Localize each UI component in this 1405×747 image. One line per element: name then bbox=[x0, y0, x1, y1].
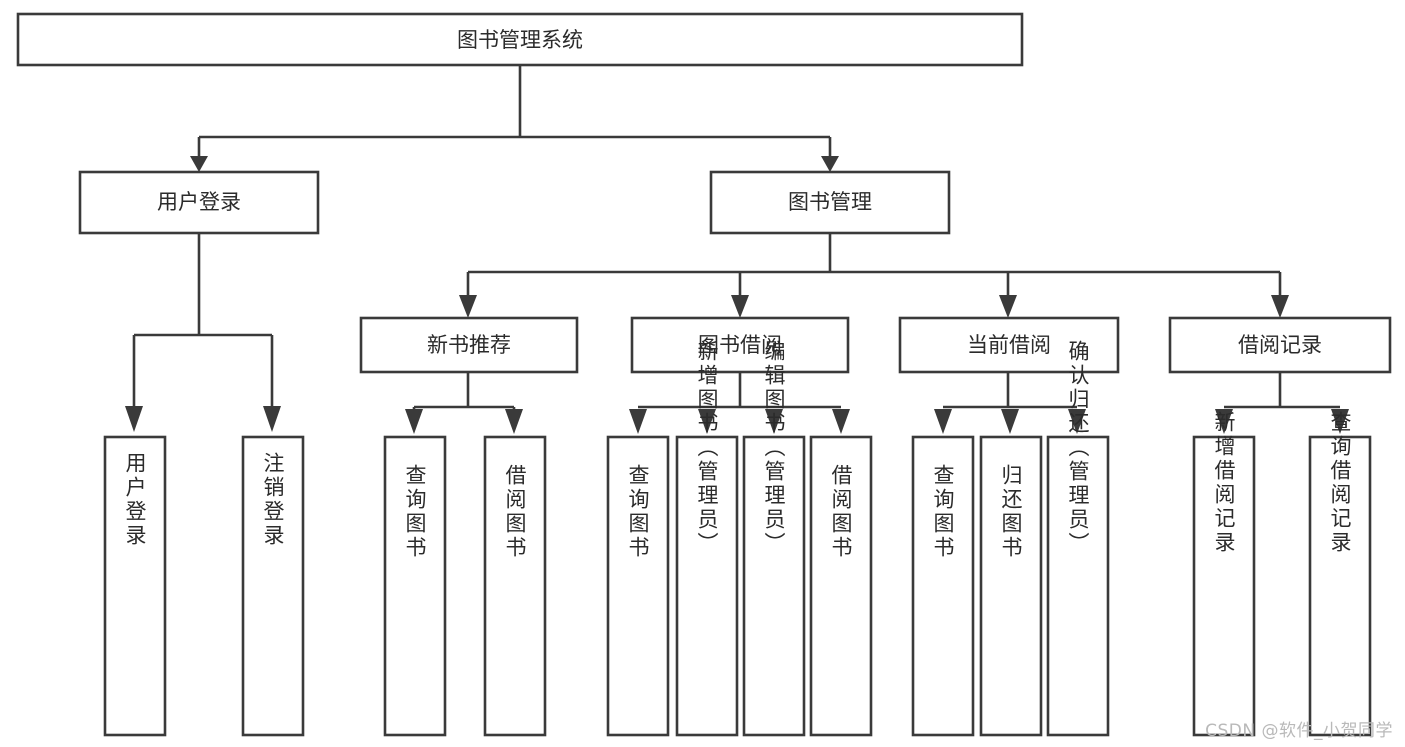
node-borrow-record[interactable]: 借阅记录 bbox=[1168, 316, 1392, 374]
leaf-new-book-query-label: 查询图书 bbox=[403, 464, 427, 560]
leaf-book-borrow-query-box[interactable] bbox=[606, 435, 670, 737]
node-user-login-label: 用户登录 bbox=[157, 190, 241, 214]
leaf-user-login-logout-label: 注销登录 bbox=[261, 452, 285, 548]
leaf-current-borrow-confirm-label: 确认归还（管理员） bbox=[1066, 340, 1090, 556]
leaf-current-borrow-query-box[interactable] bbox=[911, 435, 975, 737]
arrowhead-leaf-bookborrow-3 bbox=[765, 409, 783, 434]
csdn-watermark: CSDN @软件_小贺同学 bbox=[1205, 721, 1393, 741]
node-book-management-label: 图书管理 bbox=[788, 190, 872, 214]
leaf-borrow-record-add-label: 新增借阅记录 bbox=[1212, 411, 1236, 555]
arrowhead-leaf-newbook-1 bbox=[405, 409, 423, 434]
leaf-user-login-logout-box[interactable] bbox=[241, 435, 305, 737]
leaf-borrow-record-add[interactable]: 新增借阅记录 bbox=[1192, 411, 1256, 737]
arrowhead-new-book bbox=[459, 295, 477, 318]
leaf-user-login-login-label: 用户登录 bbox=[123, 452, 147, 548]
leaf-new-book-borrow-box[interactable] bbox=[483, 435, 547, 737]
leaf-book-borrow-borrow-box[interactable] bbox=[809, 435, 873, 737]
node-book-borrow[interactable]: 图书借阅 bbox=[630, 316, 850, 374]
arrowhead-leaf-currentborrow-2 bbox=[1001, 409, 1019, 434]
arrowhead-leaf-borrowrecord-2 bbox=[1331, 409, 1349, 434]
arrowhead-leaf-bookborrow-1 bbox=[629, 409, 647, 434]
node-new-book-recommend-box[interactable] bbox=[359, 316, 579, 374]
node-user-login-box[interactable] bbox=[78, 170, 320, 235]
leaf-current-borrow-confirm-box[interactable] bbox=[1046, 435, 1110, 737]
node-user-login[interactable]: 用户登录 bbox=[78, 170, 320, 235]
arrowhead-current-borrow bbox=[999, 295, 1017, 318]
leaf-borrow-record-query-box[interactable] bbox=[1308, 435, 1372, 737]
leaf-current-borrow-confirm[interactable]: 确认归还（管理员） bbox=[1046, 340, 1110, 737]
node-book-borrow-label: 图书借阅 bbox=[698, 333, 782, 357]
arrowhead-borrow-record bbox=[1271, 295, 1289, 318]
node-current-borrow-box[interactable] bbox=[898, 316, 1120, 374]
leaf-book-borrow-add-label: 新增图书（管理员） bbox=[695, 340, 719, 556]
arrowhead-leaf-borrowrecord-1 bbox=[1215, 409, 1233, 434]
leaf-book-borrow-add[interactable]: 新增图书（管理员） bbox=[675, 340, 739, 737]
connector-layer bbox=[125, 65, 1349, 434]
arrowhead-book-mgmt bbox=[821, 156, 839, 172]
leaf-book-borrow-query-label: 查询图书 bbox=[626, 464, 650, 560]
arrowhead-leaf-currentborrow-1 bbox=[934, 409, 952, 434]
leaf-book-borrow-edit-box[interactable] bbox=[742, 435, 806, 737]
arrowhead-leaf-bookborrow-4 bbox=[832, 409, 850, 434]
arrowhead-book-borrow bbox=[731, 295, 749, 318]
leaf-book-borrow-borrow[interactable]: 借阅图书 bbox=[809, 435, 873, 737]
leaf-current-borrow-query-label: 查询图书 bbox=[931, 464, 955, 560]
arrowhead-leaf-user-login-1 bbox=[125, 406, 143, 432]
leaf-book-borrow-query[interactable]: 查询图书 bbox=[606, 435, 670, 737]
node-new-book-recommend-label: 新书推荐 bbox=[427, 333, 511, 357]
leaf-user-login-login-box[interactable] bbox=[103, 435, 167, 737]
leaf-current-borrow-return-label: 归还图书 bbox=[999, 464, 1023, 560]
leaf-borrow-record-query-label: 查询借阅记录 bbox=[1328, 411, 1352, 555]
leaf-borrow-record-query[interactable]: 查询借阅记录 bbox=[1308, 411, 1372, 737]
node-new-book-recommend[interactable]: 新书推荐 bbox=[359, 316, 579, 374]
node-root-box[interactable] bbox=[16, 12, 1024, 67]
arrowhead-leaf-newbook-2 bbox=[505, 409, 523, 434]
arrowhead-leaf-bookborrow-2 bbox=[698, 409, 716, 434]
leaf-new-book-query[interactable]: 查询图书 bbox=[383, 435, 447, 737]
leaf-book-borrow-borrow-label: 借阅图书 bbox=[829, 464, 853, 560]
node-borrow-record-label: 借阅记录 bbox=[1238, 333, 1322, 357]
node-root-label: 图书管理系统 bbox=[457, 28, 583, 52]
leaf-new-book-borrow[interactable]: 借阅图书 bbox=[483, 435, 547, 737]
leaf-current-borrow-query[interactable]: 查询图书 bbox=[911, 435, 975, 737]
node-book-management[interactable]: 图书管理 bbox=[709, 170, 951, 235]
leaf-current-borrow-return[interactable]: 归还图书 bbox=[979, 435, 1043, 737]
leaf-borrow-record-add-box[interactable] bbox=[1192, 435, 1256, 737]
node-book-borrow-box[interactable] bbox=[630, 316, 850, 374]
node-current-borrow-label: 当前借阅 bbox=[967, 333, 1051, 357]
leaf-book-borrow-edit-label: 编辑图书（管理员） bbox=[762, 340, 786, 556]
arrowhead-user-login bbox=[190, 156, 208, 172]
leaf-new-book-query-box[interactable] bbox=[383, 435, 447, 737]
node-borrow-record-box[interactable] bbox=[1168, 316, 1392, 374]
leaf-user-login-logout[interactable]: 注销登录 bbox=[241, 435, 305, 737]
leaf-book-borrow-add-box[interactable] bbox=[675, 435, 739, 737]
node-book-management-box[interactable] bbox=[709, 170, 951, 235]
leaf-book-borrow-edit[interactable]: 编辑图书（管理员） bbox=[742, 340, 806, 737]
leaf-new-book-borrow-label: 借阅图书 bbox=[503, 464, 527, 560]
leaf-current-borrow-return-box[interactable] bbox=[979, 435, 1043, 737]
arrowhead-leaf-user-login-2 bbox=[263, 406, 281, 432]
leaf-user-login-login[interactable]: 用户登录 bbox=[103, 435, 167, 737]
node-current-borrow[interactable]: 当前借阅 bbox=[898, 316, 1120, 374]
arrowhead-leaf-currentborrow-3 bbox=[1068, 409, 1086, 434]
node-root[interactable]: 图书管理系统 bbox=[16, 12, 1024, 67]
